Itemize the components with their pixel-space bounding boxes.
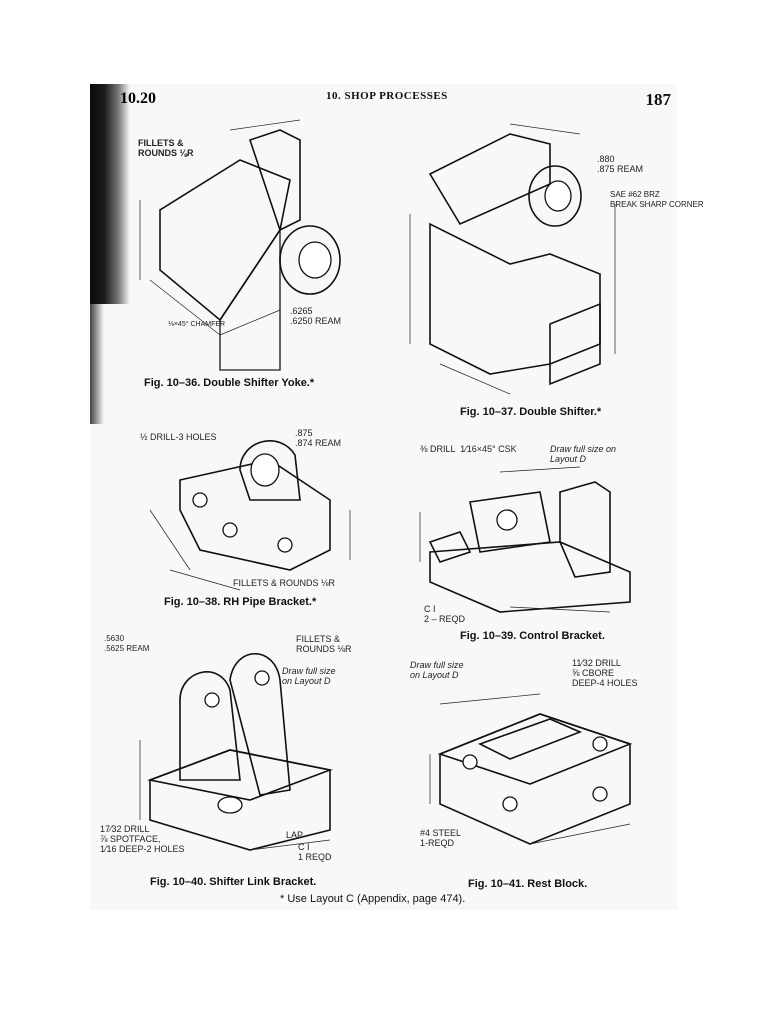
note-ream-875: .875 .874 REAM [295, 428, 342, 448]
figure-shifter-link-bracket-drawing [130, 640, 350, 860]
note-chamfer: ⅛×45° CHAMFER [168, 321, 226, 328]
note-draw-full-size-40: Draw full size on Layout D [282, 666, 336, 686]
note-ci-1-reqd: C I 1 REQD [298, 842, 332, 862]
note-draw-full-size-39: Draw full size on Layout D [550, 444, 617, 464]
note-ream-6265: .6265 .6250 REAM [290, 306, 342, 326]
figure-rh-pipe-bracket-drawing [130, 430, 380, 591]
note-ream-5630: .5630 .5625 REAM [104, 634, 150, 653]
note-drill-3-holes: ½ DRILL-3 HOLES [140, 432, 217, 442]
caption-fig-10-38: Fig. 10–38. RH Pipe Bracket.* [164, 596, 317, 608]
chapter-title: 10. SHOP PROCESSES [326, 90, 448, 102]
page-number: 187 [645, 90, 672, 109]
note-fillets-rounds: FILLETS & ROUNDS ⅛R [138, 138, 194, 158]
textbook-page: 10.20 10. SHOP PROCESSES 187 FILLETS & R… [90, 84, 704, 910]
note-ci-2-reqd: C I 2 – REQD [424, 604, 466, 624]
note-drill-spotface: 17⁄32 DRILL ⅞ SPOTFACE, 1⁄16 DEEP-2 HOLE… [100, 824, 185, 854]
figure-double-shifter-yoke-drawing [130, 119, 360, 371]
footnote-layout-c: * Use Layout C (Appendix, page 474). [280, 893, 466, 905]
note-material-sae62: SAE #62 BRZ BREAK SHARP CORNER [610, 190, 704, 209]
scan-shadow-edge [90, 84, 130, 304]
caption-fig-10-36: Fig. 10–36. Double Shifter Yoke.* [144, 377, 315, 389]
caption-fig-10-41: Fig. 10–41. Rest Block. [468, 878, 588, 890]
note-drill-csk: ⅜ DRILL 1⁄16×45° CSK [420, 444, 517, 454]
note-steel-1-reqd: #4 STEEL 1-REQD [420, 828, 462, 848]
note-draw-full-size-41: Draw full size on Layout D [410, 660, 464, 680]
section-number: 10.20 [120, 90, 156, 107]
note-lap: LAP [286, 830, 304, 840]
note-fillets-rounds-38: FILLETS & ROUNDS ⅛R [233, 578, 336, 588]
figure-control-bracket-drawing [410, 462, 640, 622]
caption-fig-10-40: Fig. 10–40. Shifter Link Bracket. [150, 876, 317, 888]
caption-fig-10-39: Fig. 10–39. Control Bracket. [460, 630, 605, 642]
caption-fig-10-37: Fig. 10–37. Double Shifter.* [460, 406, 602, 418]
note-drill-cbore: 11⁄32 DRILL ⅝ CBORE DEEP-4 HOLES [572, 658, 638, 688]
note-ream-880: .880 .875 REAM [597, 154, 644, 174]
scan-shadow-edge-lower [90, 304, 104, 424]
figure-rest-block-drawing [420, 693, 640, 854]
note-fillets-rounds-40: FILLETS & ROUNDS ⅛R [296, 634, 352, 654]
figure-double-shifter-drawing [400, 123, 630, 395]
